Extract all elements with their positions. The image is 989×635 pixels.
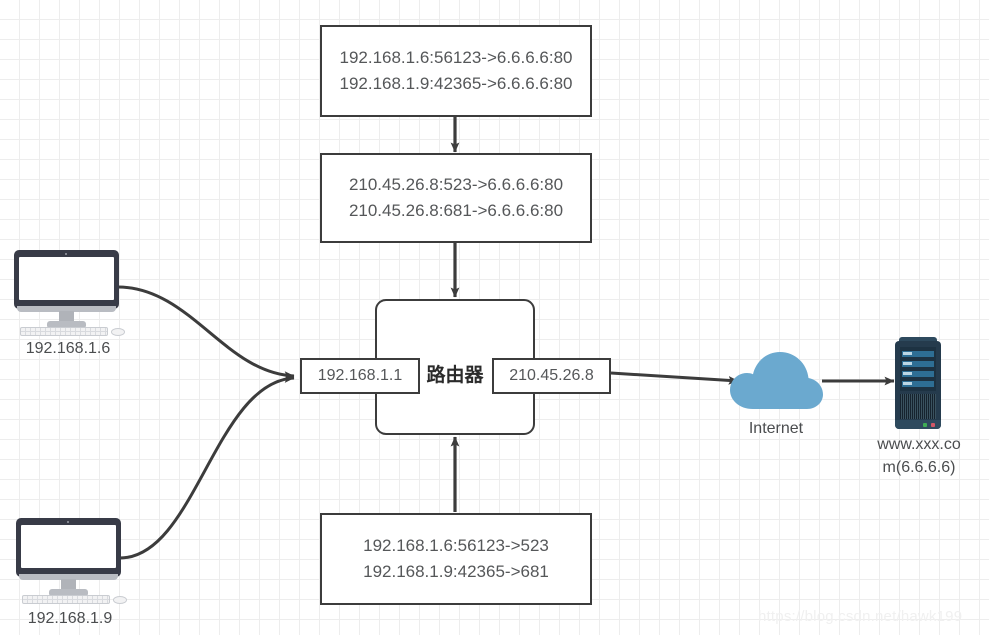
- link-host2-to-router: [119, 374, 295, 560]
- watermark: https://blog.csdn.net/hawk199: [758, 608, 963, 625]
- note-box-outbound-translated: 210.45.26.8:523->6.6.6.6:80 210.45.26.8:…: [320, 153, 592, 243]
- host-1-computer-icon: [14, 250, 125, 336]
- server-label-line2: m(6.6.6.6): [882, 459, 956, 477]
- server-label: www.xxx.co m(6.6.6.6): [873, 433, 965, 479]
- server-bay-3: [902, 371, 934, 377]
- note-box-nat-mapping-table: 192.168.1.6:56123->523 192.168.1.9:42365…: [320, 513, 592, 605]
- router-lan-interface: 192.168.1.1: [300, 358, 420, 394]
- monitor-bezel: [16, 518, 121, 577]
- monitor-chin: [19, 574, 118, 580]
- note-middle-line1: 210.45.26.8:523->6.6.6.6:80: [348, 174, 564, 194]
- note-bottom-line1: 192.168.1.6:56123->523: [363, 535, 549, 555]
- monitor-stand-neck: [59, 311, 74, 323]
- note-top-line1: 192.168.1.6:56123->6.6.6.6:80: [339, 47, 573, 67]
- bay-indicator: [903, 372, 912, 375]
- keyboard-icon: [20, 327, 108, 336]
- monitor-stand-base: [49, 589, 88, 595]
- server-base: [895, 420, 941, 429]
- server-bay-2: [902, 361, 934, 367]
- router-wan-interface: 210.45.26.8: [492, 358, 611, 394]
- note-top-line2: 192.168.1.9:42365->6.6.6.6:80: [339, 74, 573, 93]
- server-bay-4: [902, 381, 934, 387]
- server-bay-1: [902, 351, 934, 357]
- link-host1-to-router: [117, 285, 295, 380]
- note-box-outbound-original: 192.168.1.6:56123->6.6.6.6:80 192.168.1.…: [320, 25, 592, 117]
- monitor-screen: [19, 257, 114, 300]
- webcam-dot: [65, 253, 67, 255]
- monitor-stand-base: [47, 321, 86, 327]
- note-middle-line2: 210.45.26.8:681->6.6.6.6:80: [348, 201, 564, 220]
- monitor-screen: [21, 525, 116, 568]
- server-tower-icon: [895, 337, 941, 431]
- host-2-label: 192.168.1.9: [27, 610, 113, 627]
- mouse-icon: [111, 328, 125, 336]
- server-label-line1: www.xxx.co: [877, 436, 961, 453]
- router-label: 路由器: [426, 364, 484, 386]
- note-bottom-line2: 192.168.1.9:42365->681: [363, 562, 549, 581]
- monitor-chin: [17, 306, 116, 312]
- host-2-computer-icon: [16, 518, 127, 604]
- monitor-bezel: [14, 250, 119, 309]
- monitor-stand-neck: [61, 579, 76, 591]
- bay-indicator: [903, 382, 912, 385]
- mouse-icon: [113, 596, 127, 604]
- server-vent-grille: [900, 394, 936, 419]
- host-1-label: 192.168.1.6: [25, 340, 111, 357]
- bay-indicator: [903, 352, 912, 355]
- link-router-to-internet: [610, 371, 739, 385]
- cloud-icon: [730, 352, 823, 409]
- server-power-led: [923, 423, 927, 427]
- keyboard-icon: [22, 595, 110, 604]
- server-status-led: [931, 423, 935, 427]
- internet-label: Internet: [748, 420, 804, 437]
- webcam-dot: [67, 521, 69, 523]
- bay-indicator: [903, 362, 912, 365]
